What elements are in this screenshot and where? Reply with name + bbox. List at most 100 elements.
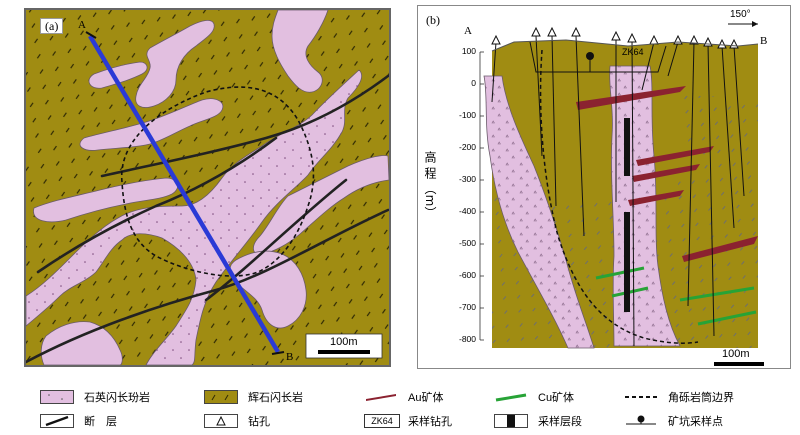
y-tick-label: -400: [458, 206, 476, 216]
au-orebody-5: [682, 236, 758, 262]
section-scale-bar: [714, 362, 764, 366]
sampled-interval-upper: [624, 118, 630, 176]
scale-bar: [318, 350, 370, 354]
drill-hole-7: [641, 41, 655, 91]
sampled-interval-lower: [624, 212, 630, 312]
host-texture-upper: [678, 96, 758, 206]
au-orebodies: [576, 86, 758, 262]
legend-item-drill-hole: 钻孔: [204, 412, 270, 430]
section-line-a-b: [88, 34, 280, 354]
drill-marker-10: [703, 36, 713, 47]
sampled-interval-swatch: [494, 414, 528, 428]
drill-marker-12: [729, 38, 739, 49]
ground-surface: [491, 39, 759, 52]
fault-south: [26, 208, 389, 364]
au-orebody-1: [576, 86, 686, 110]
legend-label: 钻孔: [248, 416, 270, 428]
y-tick-label: -700: [458, 302, 476, 312]
drill-hole-10: [721, 45, 735, 229]
breccia-pipe-boundary-section: [539, 49, 699, 344]
point-b-label: B: [286, 351, 294, 363]
y-axis-title: 高 程 （m）: [423, 151, 437, 219]
legend-label: 石英闪长玢岩: [84, 392, 150, 404]
pit-sampling-point-swatch: [626, 415, 656, 425]
drill-marker-4: [571, 26, 581, 37]
cross-section-panel: (b) A B 150° ZK64 高 程 （m） 100 0 -100 -20…: [417, 5, 791, 369]
drill-marker-5: [611, 30, 621, 41]
fault-central: [36, 136, 278, 274]
y-tick-label: -100: [458, 110, 476, 120]
legend-label: 辉石闪长岩: [248, 392, 303, 404]
zk-badge: ZK64: [364, 414, 400, 428]
cu-orebody-4: [697, 310, 757, 326]
y-tick-label: -800: [458, 334, 476, 344]
legend-label: 采样层段: [538, 416, 582, 428]
y-tick-label: -500: [458, 238, 476, 248]
cu-orebody-3: [679, 286, 755, 302]
legend-item-cu-orebody: Cu矿体: [494, 388, 574, 406]
porphyrite-northwest-arm: [135, 20, 215, 108]
azimuth-label: 150°: [730, 9, 751, 20]
panel-b-label: (b): [426, 13, 440, 27]
plan-map-canvas: [26, 10, 389, 365]
au-orebody-swatch: [366, 394, 396, 401]
porphyrite-northern-arm: [88, 61, 148, 89]
legend-label: 矿坑采样点: [668, 416, 723, 428]
legend-label: Cu矿体: [538, 392, 575, 404]
au-orebody-2: [636, 146, 714, 166]
y-axis-ticks: [480, 51, 484, 341]
y-tick-label: -200: [458, 142, 476, 152]
y-tick-label: -600: [458, 270, 476, 280]
drill-hole-1: [491, 41, 497, 103]
point-a-label: A: [78, 19, 86, 31]
au-orebody-3: [632, 164, 700, 182]
plan-map-panel: (a) A B 100m: [24, 8, 391, 367]
legend: 石英闪长玢岩 辉石闪长岩 Au矿体 Cu矿体 角砾岩筒边界 断 层 钻孔 ZK6…: [0, 380, 800, 435]
porphyrite-swatch: [40, 390, 74, 404]
drill-marker-1: [491, 34, 501, 45]
legend-item-pit-sampling-point: 矿坑采样点: [624, 412, 723, 430]
fault-north: [100, 74, 389, 178]
section-scale-label: 100m: [722, 348, 750, 360]
section-end-b-tick: [271, 351, 285, 355]
drill-hole-12: [667, 41, 679, 77]
legend-item-sampled-drill-hole: ZK64 采样钻孔: [364, 412, 452, 430]
panel-a-label: (a): [40, 18, 64, 34]
pyroxene-diorite-swatch: [204, 390, 238, 404]
y-tick-label: 0: [471, 78, 476, 88]
porphyrite-southwest-lobe: [40, 321, 123, 365]
y-tick-label: -300: [458, 174, 476, 184]
cross-section-canvas: [479, 21, 764, 366]
drill-marker-11: [717, 38, 727, 49]
legend-item-sampled-interval: 采样层段: [494, 412, 582, 430]
porphyrite-west-texture: [484, 76, 594, 348]
breccia-pipe-boundary: [121, 86, 315, 277]
y-tick-label: 100: [461, 46, 476, 56]
legend-item-porphyrite: 石英闪长玢岩: [40, 388, 150, 406]
drill-marker-8: [673, 34, 683, 45]
porphyrite-texture: [26, 70, 362, 365]
fault-southeast: [204, 178, 348, 302]
drill-marker-3: [547, 26, 557, 37]
section-end-a-tick: [85, 31, 97, 39]
legend-label: 断 层: [84, 416, 117, 428]
pit-sampling-point: [586, 52, 594, 60]
legend-item-au-orebody: Au矿体: [364, 388, 443, 406]
section-point-b-label: B: [760, 35, 768, 47]
mine-tunnel: [529, 41, 667, 73]
drill-hole-6: [631, 39, 635, 347]
drill-holes: [491, 35, 745, 347]
porphyrite-northeast-lobe: [271, 10, 329, 93]
porphyrite-western-arm: [33, 177, 179, 223]
legend-label: Au矿体: [408, 392, 444, 404]
drill-hole-11: [733, 45, 745, 197]
cu-orebody-swatch: [495, 393, 527, 402]
drill-hole-9: [707, 43, 715, 337]
panel-a-scale-label: 100m: [330, 336, 358, 348]
legend-item-fault: 断 层: [40, 412, 117, 430]
drill-hole-4: [575, 35, 585, 237]
drill-hole-2: [535, 35, 543, 157]
drill-hole-8: [687, 41, 695, 307]
drill-hole-3: [551, 35, 557, 207]
drill-marker-7: [649, 34, 659, 45]
